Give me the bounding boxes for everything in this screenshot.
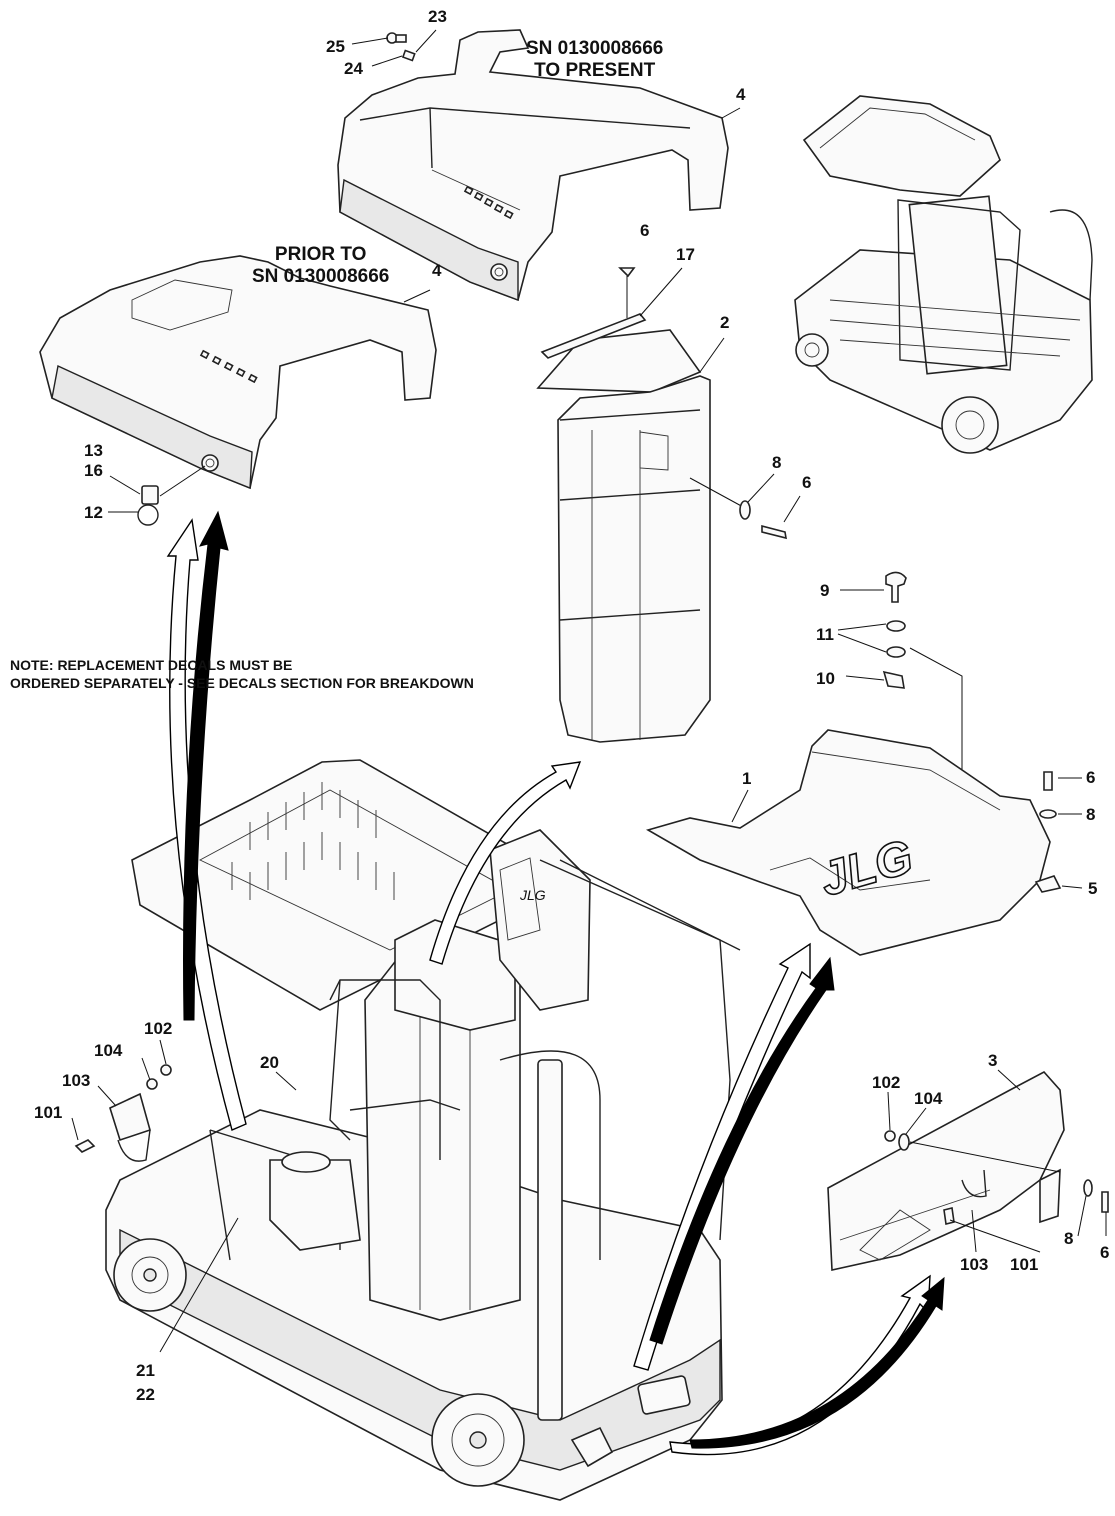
screw-25-part [386, 32, 407, 44]
callout-102-left: 102 [144, 1019, 173, 1038]
callout-101-left: 101 [34, 1103, 63, 1122]
floor-plate-right-hardware [1034, 771, 1062, 893]
callout-17: 17 [676, 245, 695, 264]
decals-note: NOTE: REPLACEMENT DECALS MUST BE ORDERED… [10, 656, 474, 692]
callout-5: 5 [1088, 879, 1098, 898]
key-switch-hole-old [201, 454, 219, 472]
explode-arrows [166, 510, 945, 1456]
caption-cover-new-line2: TO PRESENT [534, 59, 656, 81]
callout-20: 20 [260, 1053, 279, 1072]
callout-21: 21 [136, 1361, 155, 1380]
callout-3: 3 [988, 1051, 998, 1070]
callout-22: 22 [136, 1385, 155, 1404]
callout-8-floor: 8 [1086, 805, 1096, 824]
mast-cover [536, 267, 711, 743]
callout-102-right: 102 [872, 1073, 901, 1092]
decals-note-line1: NOTE: REPLACEMENT DECALS MUST BE [10, 657, 293, 673]
callout-12: 12 [84, 503, 103, 522]
machine-logo: JLG [519, 887, 546, 903]
cover-old [39, 255, 437, 526]
callout-23: 23 [428, 7, 447, 26]
callout-11: 11 [816, 625, 834, 644]
callout-16: 16 [84, 461, 103, 480]
front-left-wheel [113, 1238, 187, 1312]
callout-6-bumper: 6 [1100, 1243, 1110, 1262]
rear-bumper [827, 1070, 1109, 1271]
callout-24: 24 [344, 59, 363, 78]
main-machine: JLG [105, 759, 741, 1501]
caption-cover-new-line1: SN 0130008666 [526, 38, 664, 59]
callout-8-bumper: 8 [1064, 1229, 1074, 1248]
callout-25: 25 [326, 37, 345, 56]
callout-103-left: 103 [62, 1071, 91, 1090]
callout-6-mast: 6 [802, 473, 812, 492]
tie-down-left [74, 1064, 172, 1162]
callout-101-right: 101 [1010, 1255, 1039, 1274]
decals-note-line2: ORDERED SEPARATELY - SEE DECALS SECTION … [10, 675, 474, 692]
indicator-lights-old [199, 349, 258, 384]
nut-24-part [401, 49, 416, 62]
callout-8-mast: 8 [772, 453, 782, 472]
caption-cover-old-line2: SN 0130008666 [252, 265, 390, 287]
mast-screw-set [689, 477, 787, 540]
callout-6-top: 6 [640, 221, 650, 240]
assembled-machine-thumbnail [794, 95, 1093, 454]
tray-slots [231, 782, 395, 900]
caption-cover-new: SN 0130008666 TO PRESENT [526, 38, 663, 82]
callout-13: 13 [84, 441, 103, 460]
top-plate-17-part [540, 313, 647, 359]
caption-cover-old-line1: PRIOR TO [274, 244, 367, 265]
callout-104-left: 104 [94, 1041, 123, 1060]
callout-1: 1 [742, 769, 752, 788]
callout-9: 9 [820, 581, 830, 600]
callout-104-right: 104 [914, 1089, 943, 1108]
floor-plate: JLG [645, 729, 1051, 956]
callout-103-right: 103 [960, 1255, 989, 1274]
key-switch-hole-new [490, 263, 508, 281]
callout-2: 2 [720, 313, 730, 332]
indicator-lights-new [463, 185, 514, 220]
rear-wheel [431, 1393, 525, 1487]
callout-6-floor: 6 [1086, 768, 1096, 787]
callout-4-new-cover: 4 [736, 85, 746, 104]
cover-new [337, 29, 729, 302]
caption-cover-old: PRIOR TO SN 0130008666 [252, 244, 389, 288]
callout-10: 10 [816, 669, 835, 688]
leader-lines [71, 29, 1107, 1353]
callout-4-old-cover: 4 [432, 261, 442, 280]
key-switch-12-part [137, 485, 159, 526]
